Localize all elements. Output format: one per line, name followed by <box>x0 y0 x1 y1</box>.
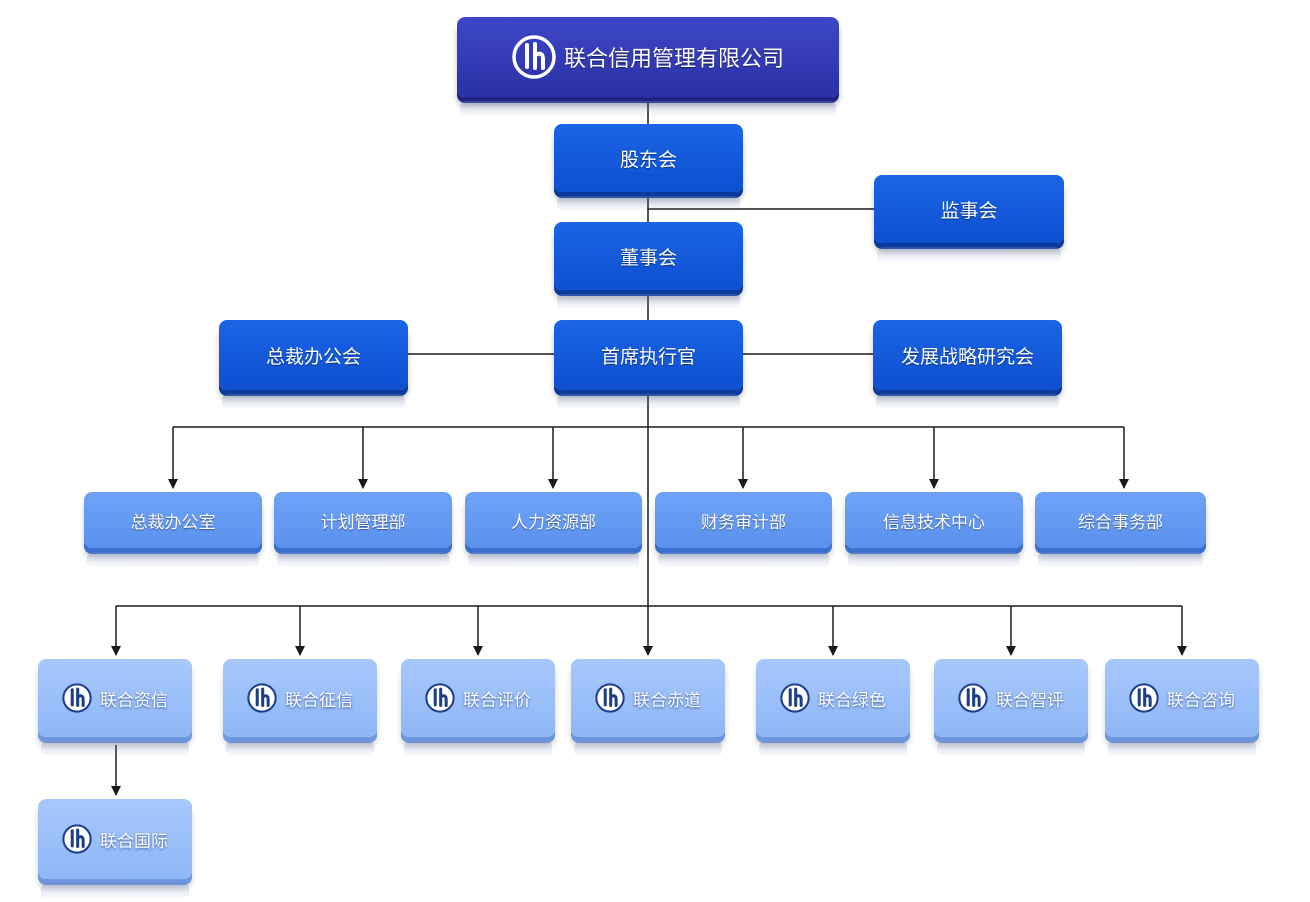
sub-subsidiary-node: 联合国际 <box>38 799 192 899</box>
lh-logo-icon <box>62 824 92 854</box>
lh-logo-icon <box>62 683 92 713</box>
lh-logo-icon <box>247 683 277 713</box>
subsidiary-node: 联合征信 <box>223 659 377 757</box>
department-node: 综合事务部 <box>1035 492 1206 568</box>
lh-logo-icon <box>780 683 810 713</box>
lh-logo-icon <box>958 683 988 713</box>
subsidiary-node: 联合咨询 <box>1105 659 1259 757</box>
subsidiary-node: 联合赤道 <box>571 659 725 757</box>
department-node: 人力资源部 <box>465 492 642 568</box>
subsidiary-label: 联合征信 <box>285 690 353 711</box>
subsidiary-node: 联合评价 <box>401 659 555 757</box>
subsidiary-label: 联合资信 <box>100 690 168 711</box>
subsidiary-label: 联合咨询 <box>1167 690 1235 711</box>
company-node: 联合信用管理有限公司 <box>457 17 839 117</box>
department-node: 信息技术中心 <box>845 492 1023 568</box>
board-node: 董事会 <box>554 222 743 310</box>
lh-logo-icon <box>595 683 625 713</box>
shareholders-node: 股东会 <box>554 124 743 212</box>
subsidiary-label: 联合赤道 <box>633 690 701 711</box>
subsidiary-label: 联合评价 <box>463 690 531 711</box>
company-name: 联合信用管理有限公司 <box>563 47 784 72</box>
sub-subsidiary-label: 联合国际 <box>100 831 168 852</box>
subsidiary-node: 联合资信 <box>38 659 192 757</box>
subsidiary-label: 联合智评 <box>996 690 1064 711</box>
subsidiary-label: 联合绿色 <box>818 690 886 711</box>
lh-logo-icon <box>512 35 556 79</box>
department-node: 总裁办公室 <box>84 492 262 568</box>
lh-logo-icon <box>1129 683 1159 713</box>
department-node: 计划管理部 <box>274 492 452 568</box>
president-office-meeting-node: 总裁办公会 <box>219 320 408 410</box>
subsidiary-node: 联合绿色 <box>756 659 910 757</box>
lh-logo-icon <box>425 683 455 713</box>
strategy-committee-node: 发展战略研究会 <box>873 320 1062 410</box>
department-node: 财务审计部 <box>655 492 832 568</box>
subsidiary-node: 联合智评 <box>934 659 1088 757</box>
supervisors-node: 监事会 <box>874 175 1064 263</box>
ceo-node: 首席执行官 <box>554 320 743 410</box>
